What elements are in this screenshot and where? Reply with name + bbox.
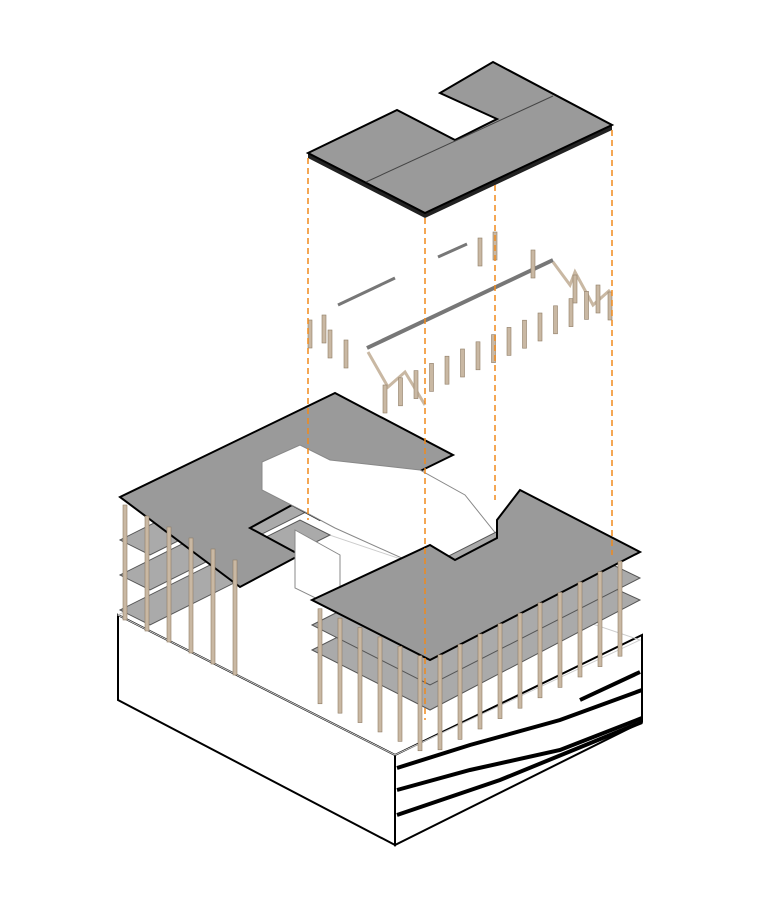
- timber-column: [460, 348, 465, 378]
- podium-slab-edge: [579, 670, 641, 702]
- exploded-roof-slab: [305, 60, 615, 218]
- timber-column: [537, 312, 543, 342]
- podium-base: [116, 524, 643, 847]
- timber-column: [413, 370, 419, 399]
- beam-main-spine: [366, 258, 554, 350]
- timber-column: [166, 526, 172, 643]
- timber-column: [417, 655, 423, 752]
- timber-column: [144, 515, 150, 632]
- timber-column: [506, 327, 512, 356]
- timber-column: [188, 537, 194, 654]
- beam-left-short: [337, 276, 396, 307]
- timber-column: [444, 355, 450, 385]
- roof-slab: [305, 60, 615, 215]
- timber-column: [317, 608, 323, 705]
- timber-column: [429, 363, 434, 392]
- timber-column: [437, 654, 443, 751]
- beam-top-short: [437, 242, 468, 259]
- timber-column: [477, 237, 483, 267]
- timber-column: [497, 623, 503, 719]
- timber-column: [327, 329, 333, 359]
- circulation-core: [261, 444, 498, 611]
- roof-slab-joint: [365, 95, 554, 183]
- exploded-timber-frame: [307, 231, 613, 414]
- terrain-line-3: [396, 720, 643, 817]
- timber-columns: [122, 504, 623, 752]
- timber-column: [597, 571, 603, 667]
- timber-column: [553, 305, 558, 335]
- timber-column: [475, 341, 481, 371]
- timber-column: [595, 284, 601, 314]
- timber-column: [357, 627, 363, 723]
- terrain-line-2: [396, 716, 643, 792]
- timber-column: [577, 581, 583, 678]
- timber-column: [321, 314, 327, 344]
- timber-column: [617, 560, 623, 657]
- alignment-guides: [307, 130, 613, 720]
- timber-column: [337, 617, 343, 714]
- right-wing-building: [309, 488, 643, 711]
- timber-column: [477, 633, 483, 730]
- roof-slab-edge: [308, 125, 612, 218]
- timber-column: [210, 548, 216, 665]
- timber-column: [398, 377, 403, 407]
- timber-column: [537, 602, 543, 699]
- terrain-line-1: [396, 688, 643, 770]
- timber-column: [343, 339, 349, 369]
- timber-column: [382, 384, 388, 414]
- timber-column: [522, 319, 527, 349]
- timber-column: [377, 636, 383, 733]
- timber-column: [457, 644, 463, 740]
- timber-column: [572, 274, 578, 304]
- timber-column: [568, 298, 574, 327]
- timber-column: [232, 559, 238, 676]
- brace-back-right: [551, 261, 611, 308]
- timber-column: [122, 504, 128, 621]
- timber-column: [517, 612, 523, 709]
- timber-column: [557, 592, 563, 688]
- timber-column: [584, 291, 589, 320]
- timber-column: [397, 646, 403, 742]
- timber-column: [530, 249, 536, 279]
